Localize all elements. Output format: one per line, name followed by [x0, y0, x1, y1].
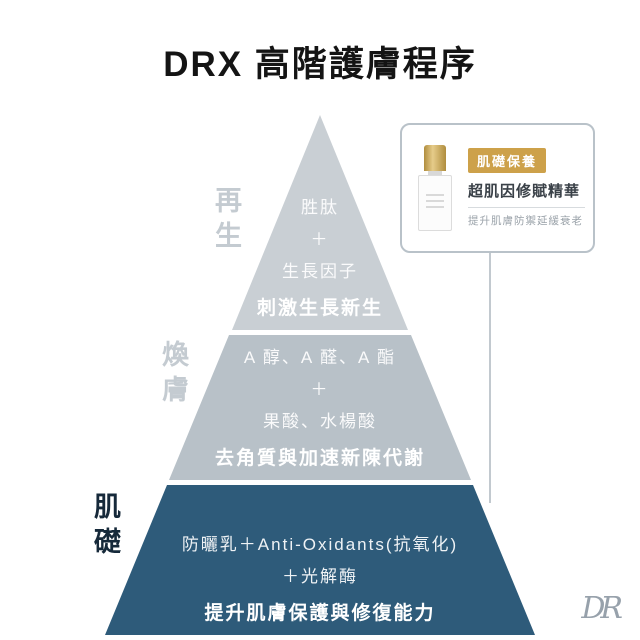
bottle-gold-cap [424, 145, 446, 171]
tier-regeneration-text: 胜肽 ＋ 生長因子 刺激生長新生 [232, 186, 408, 320]
side-label-regeneration: 再生 [211, 186, 241, 256]
side-label-foundation: 肌礎 [90, 492, 120, 562]
product-name: 超肌因修賦精華 [468, 183, 581, 200]
tier-foundation-text: 防曬乳＋Anti-Oxidants(抗氧化) ＋光解酶 提升肌膚保護與修復能力 [105, 523, 535, 625]
page-title: DRX 高階護膚程序 [163, 45, 477, 84]
drx-logo: DR [581, 591, 623, 626]
tier-line: 果酸、水楊酸 [263, 412, 377, 431]
callout-connector-line [489, 253, 491, 503]
product-bottle-image [402, 145, 468, 231]
callout-badge: 肌礎保養 [468, 148, 547, 173]
tier-line: 生長因子 [282, 262, 358, 281]
tier-benefit-line: 刺激生長新生 [256, 298, 383, 319]
tier-benefit-line: 去角質與加速新陳代謝 [214, 448, 425, 469]
product-callout-card: 肌礎保養 超肌因修賦精華 提升肌膚防禦延緩衰老 [400, 123, 595, 253]
bottle-neck [428, 171, 442, 175]
tier-resurfacing-text: A 醇、A 醛、A 酯 ＋ 果酸、水楊酸 去角質與加速新陳代謝 [169, 336, 471, 470]
tier-plus-sign: ＋ [310, 380, 330, 399]
side-label-resurfacing: 煥膚 [158, 340, 188, 410]
tier-line: 胜肽 [301, 198, 339, 217]
pyramid-tier-resurfacing: A 醇、A 醛、A 酯 ＋ 果酸、水楊酸 去角質與加速新陳代謝 [169, 335, 471, 480]
callout-text-block: 肌礎保養 超肌因修賦精華 提升肌膚防禦延緩衰老 [468, 148, 593, 228]
tier-plus-line: ＋光解酶 [282, 567, 358, 586]
tier-line: 防曬乳＋Anti-Oxidants(抗氧化) [181, 535, 459, 554]
pyramid-tier-foundation: 防曬乳＋Anti-Oxidants(抗氧化) ＋光解酶 提升肌膚保護與修復能力 [105, 485, 535, 635]
bottle-body [418, 175, 452, 231]
product-description: 提升肌膚防禦延緩衰老 [468, 207, 585, 228]
tier-plus-sign: ＋ [310, 230, 330, 249]
tier-benefit-line: 提升肌膚保護與修復能力 [204, 603, 436, 624]
tier-line: A 醇、A 醛、A 酯 [243, 348, 397, 367]
